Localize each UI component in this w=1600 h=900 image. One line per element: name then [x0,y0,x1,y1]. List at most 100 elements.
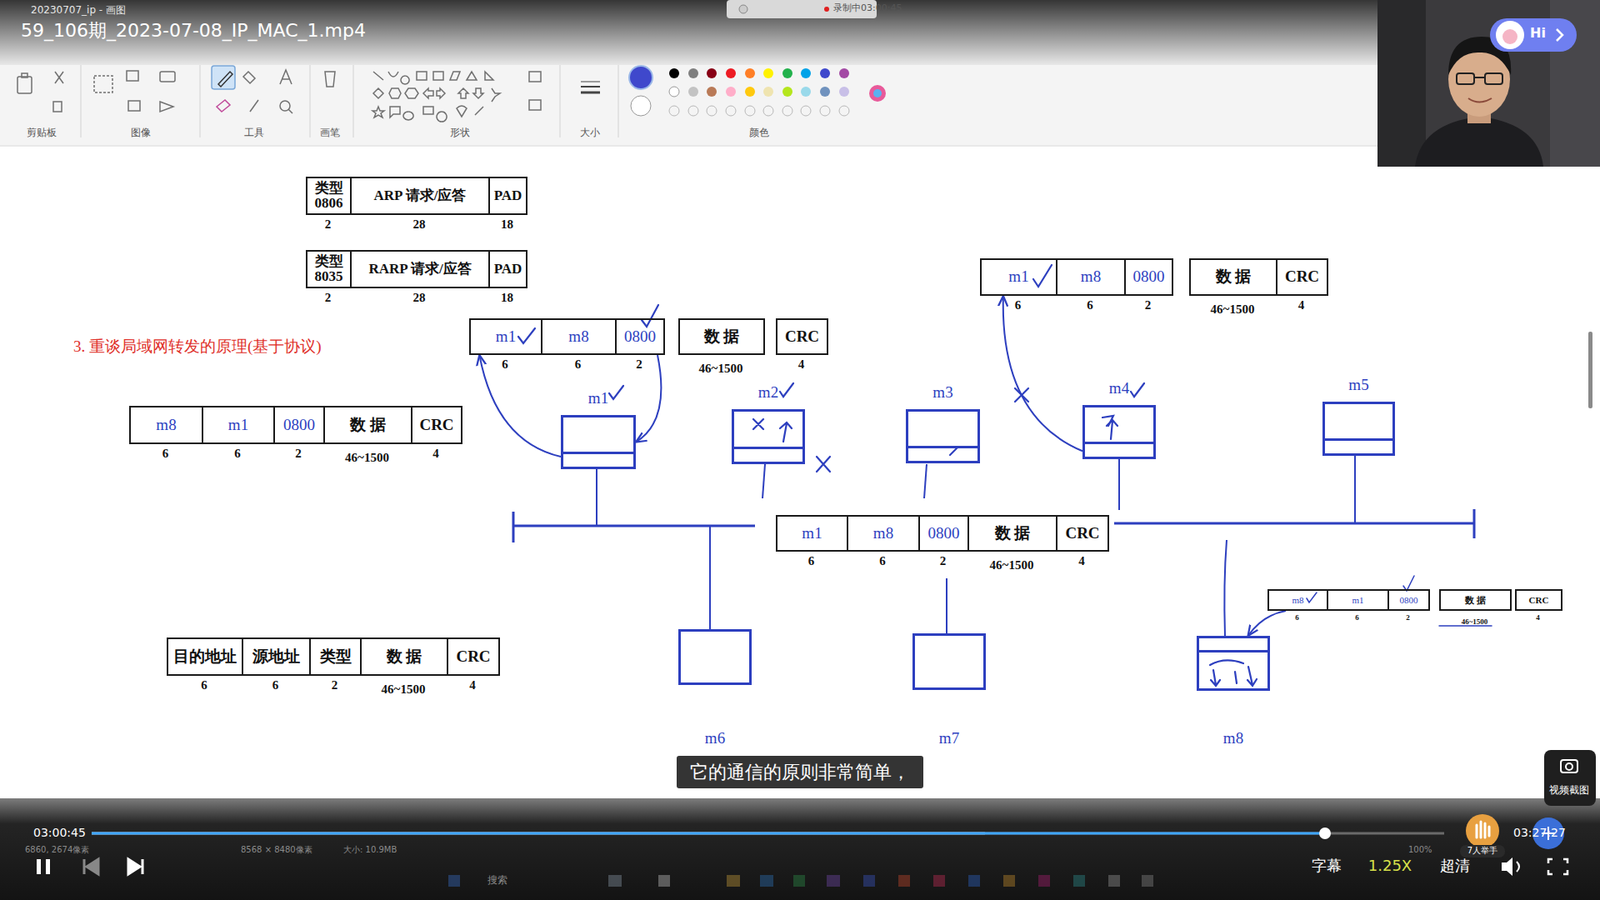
frame-field: m1 [775,515,849,552]
player-bar [726,875,740,887]
field-text: m8 [1080,268,1101,286]
player-bar [1108,875,1120,887]
frame-field: m8 [1267,589,1329,611]
color-palette [763,68,774,79]
subtitle: 它的通信的原则非常简单， [676,755,924,789]
network-wiring [1354,455,1356,524]
size-number: 28 [413,290,426,305]
size-number: 6 [200,678,208,693]
ribbon-dividers [80,65,619,138]
frame-field: 数 据 [1439,589,1512,611]
host-band [1085,441,1154,445]
ribbon-icons [211,65,235,90]
ui-label: 100% [1408,845,1433,855]
player-bar [863,875,875,887]
ui-label: 03:00:45 [33,825,86,840]
size-number: 2 [325,217,332,232]
frame-field: CRC [1515,589,1563,611]
hand-annotations [816,456,830,472]
frame-field: 0800 [615,318,665,355]
size-number: 6 [1015,298,1022,313]
host-label: m1 [588,389,609,408]
host-box: m1 [560,415,636,470]
paint-window [0,146,1600,814]
frame-field: 数 据 [323,405,413,445]
recording-indicator [824,6,830,12]
ribbon-icons [55,71,64,84]
field-text: 类型 8035 [309,254,349,285]
host-band [908,445,978,449]
ribbon-icons [288,109,293,114]
host-band [1325,438,1393,441]
network-wiring [513,455,1475,636]
screenshot-button [1544,750,1596,806]
player-bar [36,859,41,875]
field-text: CRC [455,648,490,666]
ribbon-dividers [560,65,561,138]
color-palette [873,89,882,98]
host-box: m7 [912,633,986,690]
ribbon-dividers [618,65,620,138]
size-number: 6 [1086,298,1094,313]
frame-field: CRC [1055,515,1110,552]
player-bar [128,859,143,875]
hand-annotations [1306,592,1317,603]
size-number: 4 [1298,298,1305,313]
ui-label: 3. 重谈局域网转发的原理(基于协议) [73,337,322,356]
frame-field: CRC [410,405,463,445]
ribbon-icons [529,100,541,110]
size-number: 2 [635,357,643,372]
frame-field: m8 [846,515,920,552]
player-bar [45,859,50,875]
hand-annotations [753,419,764,430]
frame-field: 0800 [1387,589,1430,611]
field-text: CRC [785,328,820,346]
size-number: 6 [272,678,280,693]
host-band [563,451,634,455]
player-bar [1548,859,1568,875]
frame-field: PAD [488,176,528,215]
ui-label: 图像 [130,127,151,140]
color-palette [669,105,680,116]
color-palette [763,86,774,97]
color-palette [820,68,830,79]
frame-field: PAD [488,250,528,289]
frame-field: 0800 [1124,258,1174,296]
player-bar [91,832,1445,835]
player-bar [1476,821,1490,838]
player-bar [91,832,1325,835]
size-number: 4 [469,678,476,693]
color-palette [869,85,886,102]
player-bar [1501,857,1513,876]
ribbon-icons [94,75,113,93]
color-palette [725,68,736,79]
ui-label: 剪贴板 [26,127,57,140]
ui-label: 工具 [244,127,265,140]
size-number: 4 [432,446,440,461]
field-text: 数 据 [386,648,423,666]
webcam-view [1377,0,1600,167]
ui-label: 03:27:27 [1513,825,1566,840]
webcam-view [1490,18,1577,52]
color-palette [800,105,811,116]
webcam-view [1474,76,1485,79]
field-text: m1 [228,416,249,435]
paint-window [1588,331,1593,409]
frame-field: 目的地址 [166,637,244,676]
network-wiring [1118,459,1120,510]
network-wiring [595,469,598,526]
webcam-view [1415,116,1544,167]
field-text: 数 据 [1215,268,1252,286]
color-palette [820,86,830,97]
ui-label: 6860, 2674像素 [25,845,90,855]
network-wiring [513,525,755,528]
color-palette [839,68,850,79]
color-palette [820,105,830,116]
size-number: 46~1500 [990,558,1035,573]
field-text: 0800 [624,328,656,346]
size-number: 6 [501,357,509,372]
player-bar [1319,827,1331,840]
frame-field: 类型 0806 [305,176,352,215]
size-number: 6 [879,554,886,569]
size-number: 2 [331,678,339,693]
